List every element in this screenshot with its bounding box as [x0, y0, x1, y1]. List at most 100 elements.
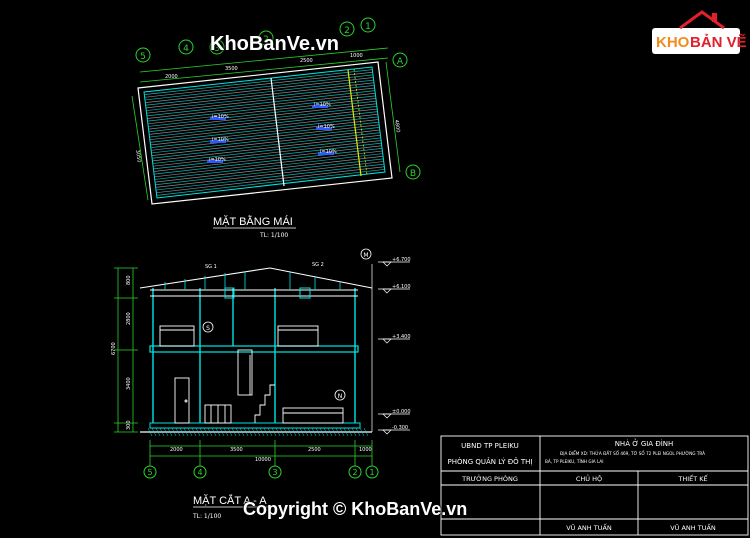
foundation-hatch-line	[195, 427, 201, 437]
roof-sheet-line	[153, 142, 382, 170]
roof-outline	[137, 61, 393, 205]
roof-inner-outline	[143, 66, 386, 199]
foundation-hatch-line	[271, 427, 277, 437]
roof-sheet-line	[155, 158, 384, 186]
bubble-label: 2	[352, 468, 357, 477]
roof-dim: 4800	[393, 119, 401, 132]
foundation-hatch-line	[311, 427, 317, 437]
roof-sheet-line	[149, 111, 378, 138]
foundation-hatch-line	[235, 427, 241, 437]
roof-plan-title: MẶT BẰNG MÁI	[213, 215, 293, 228]
project-address-1: ĐỊA ĐIỂM XD: THỬA ĐẤT SỐ 469, TỜ SỐ 72 P…	[560, 451, 705, 456]
foundation-hatch-line	[155, 427, 161, 437]
slope-label: i=10%	[318, 124, 335, 130]
section-overall-height: 6700	[111, 342, 117, 355]
ground-floor-slab	[149, 422, 361, 429]
section-total-dim: 10000	[255, 457, 271, 463]
slope-label: i=10%	[314, 102, 331, 108]
foundation-hatch-line	[263, 427, 269, 437]
slope-label: i=10%	[212, 137, 229, 143]
logo-text-1: KHO	[656, 34, 690, 51]
section-roof	[139, 267, 373, 297]
foundation-hatch-line	[259, 427, 265, 437]
section-title: MẶT CẮT A - A	[193, 494, 267, 507]
roof-sheet-line	[147, 92, 376, 119]
roof-gutter-hatch	[353, 68, 368, 176]
roof-sheet-line	[151, 124, 380, 151]
bubble-label: 1	[369, 468, 374, 477]
designer-name: VŨ ANH TUẤN	[670, 522, 716, 532]
slope-label: i=10%	[320, 149, 337, 155]
bubble-label: 3	[214, 44, 220, 54]
section-dim: 2000	[170, 447, 183, 453]
roof-sheet-line	[144, 71, 373, 98]
foundation-hatch-line	[335, 427, 341, 437]
khobanve-logo: KHO BẢN VẼ	[652, 10, 747, 54]
roof-sheet-line	[146, 87, 375, 114]
roof-sheet-line	[154, 153, 383, 180]
project-title: NHÀ Ở GIA ĐÌNH	[615, 438, 674, 448]
slope-label: i=10%	[209, 157, 226, 163]
bubble-label: B	[410, 169, 416, 179]
watermark-top: KhoBanVe.vn	[210, 33, 339, 55]
roof-sheet-line	[152, 132, 381, 159]
section-grid-bubbles	[143, 465, 379, 479]
title-block: UBND TP PLEIKU PHÒNG QUẢN LÝ ĐÔ THỊ NHÀ …	[440, 435, 749, 536]
roof-sheet-line	[148, 103, 377, 130]
roof-sheet-line	[145, 79, 374, 106]
foundation-hatch-line	[203, 427, 209, 437]
foundation-hatch-line	[283, 427, 289, 437]
foundation-hatch-line	[207, 427, 213, 437]
foundation-hatch-line	[247, 427, 253, 437]
foundation-hatch-line	[347, 427, 353, 437]
foundation-hatch-line	[231, 427, 237, 437]
bubble-label: 4	[197, 468, 202, 477]
foundation-hatch-line	[307, 427, 313, 437]
level-label: +6.100	[392, 284, 411, 290]
logo-text-2: BẢN VẼ	[690, 33, 747, 51]
roof-grid-bubbles: 5 4 3 2 2 1 A B	[135, 17, 421, 180]
foundation-hatch-line	[323, 427, 329, 437]
roof-sheet-line	[147, 95, 376, 122]
bubble-label: 3	[272, 468, 277, 477]
section-scale: TL: 1/100	[192, 513, 221, 520]
roof-sheet-line	[153, 140, 382, 167]
section-dim: 3500	[230, 447, 243, 453]
roof-sheet-line	[155, 163, 385, 191]
roof-sheet-line	[148, 100, 377, 127]
lower-furniture	[174, 377, 344, 424]
roof-dim-lines	[131, 47, 401, 201]
bubble-label: 5	[140, 52, 146, 62]
foundation-hatch-line	[363, 427, 369, 437]
roof-purlins	[164, 271, 341, 290]
roof-sheet-line	[155, 161, 384, 188]
bottom-dim-lines	[149, 440, 373, 466]
roof-dim: 2500	[300, 58, 313, 64]
bubble-label: 1	[365, 22, 371, 32]
foundation-hatch-line	[339, 427, 345, 437]
watermark-bottom: Copyright © KhoBanVe.vn	[243, 499, 468, 519]
roof-slope-arrows	[207, 105, 334, 163]
roof-sheet-line	[145, 77, 374, 103]
authority-line2: PHÒNG QUẢN LÝ ĐÔ THỊ	[448, 457, 533, 466]
level-label: +6.700	[392, 257, 411, 263]
roof-sheet-line	[151, 127, 380, 154]
roof-sheet-line	[156, 166, 385, 194]
roof-gutter	[347, 69, 362, 177]
foundation-hatch-line	[187, 427, 193, 437]
roof-sheet-line	[147, 98, 376, 125]
foundation-hatch-line	[287, 427, 293, 437]
foundation-hatch-line	[351, 427, 357, 437]
foundation-hatch-line	[183, 427, 189, 437]
room-tag: N	[338, 393, 343, 400]
foundation-hatch-line	[163, 427, 169, 437]
foundation-hatch-line	[179, 427, 185, 437]
section-dim: 2500	[308, 447, 321, 453]
roof-sheet-line	[150, 121, 379, 148]
foundation-hatch-line	[243, 427, 249, 437]
roof-dim: 1000	[350, 53, 363, 59]
foundation-hatch-line	[171, 427, 177, 437]
foundation-hatch-line	[215, 427, 221, 437]
project-address-2: BÁ, TP PLEIKU, TỈNH GIA LAI	[545, 459, 604, 464]
section-left-dim: 2800	[126, 312, 132, 325]
